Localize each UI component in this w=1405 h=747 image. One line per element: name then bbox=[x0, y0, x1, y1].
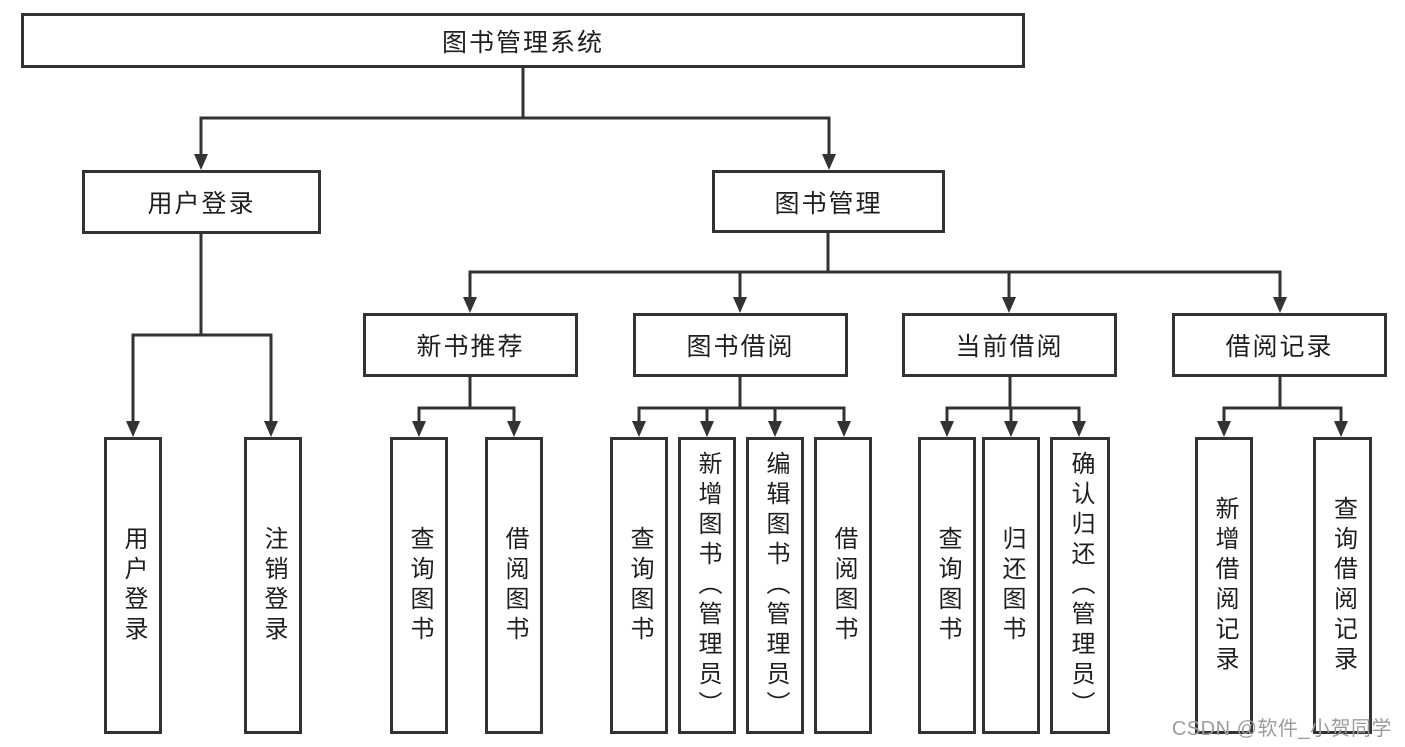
node-label: 用户登录 bbox=[147, 190, 256, 218]
leaf-add-borrow-record: 新增借阅记录 bbox=[1195, 437, 1253, 734]
leaf-label: 借阅图书 bbox=[830, 525, 857, 646]
leaf-label: 查询图书 bbox=[626, 525, 653, 646]
csdn-watermark: CSDN @软件_小贺同学 bbox=[1171, 718, 1392, 740]
leaf-query-borrow-record: 查询借阅记录 bbox=[1313, 437, 1372, 734]
node-label: 图书管理系统 bbox=[441, 28, 604, 57]
node-book-management: 图书管理 bbox=[712, 170, 945, 233]
leaf-user-login: 用户登录 bbox=[104, 437, 162, 734]
leaf-edit-books-admin: 编辑图书（管理员） bbox=[746, 437, 804, 734]
leaf-label: 查询图书 bbox=[406, 525, 433, 646]
leaf-label: 借阅图书 bbox=[501, 525, 528, 646]
leaf-label: 确认归还（管理员） bbox=[1067, 450, 1094, 721]
node-current-borrowing: 当前借阅 bbox=[902, 313, 1117, 377]
node-label: 图书借阅 bbox=[686, 333, 795, 361]
leaf-label: 新增借阅记录 bbox=[1211, 495, 1238, 676]
leaf-query-books-current: 查询图书 bbox=[918, 437, 976, 734]
leaf-label: 新增图书（管理员） bbox=[694, 450, 721, 721]
leaf-query-books-recommend: 查询图书 bbox=[390, 437, 448, 734]
node-book-borrowing: 图书借阅 bbox=[633, 313, 848, 377]
leaf-query-books-borrowing: 查询图书 bbox=[610, 437, 668, 734]
node-book-management-system: 图书管理系统 bbox=[21, 13, 1025, 68]
leaf-borrow-books: 借阅图书 bbox=[814, 437, 872, 734]
node-user-login: 用户登录 bbox=[82, 170, 321, 234]
leaf-label: 编辑图书（管理员） bbox=[762, 450, 789, 721]
leaf-label: 查询图书 bbox=[934, 525, 961, 646]
node-label: 借阅记录 bbox=[1225, 333, 1334, 361]
leaf-logout: 注销登录 bbox=[244, 437, 302, 734]
node-borrowing-records: 借阅记录 bbox=[1172, 313, 1387, 377]
node-new-book-recommend: 新书推荐 bbox=[363, 313, 578, 377]
leaf-return-books: 归还图书 bbox=[982, 437, 1040, 734]
leaf-label: 注销登录 bbox=[260, 525, 287, 646]
leaf-borrow-books-recommend: 借阅图书 bbox=[485, 437, 543, 734]
node-label: 当前借阅 bbox=[955, 333, 1064, 361]
leaf-add-books-admin: 新增图书（管理员） bbox=[678, 437, 736, 734]
leaf-label: 归还图书 bbox=[998, 525, 1025, 646]
leaf-label: 查询借阅记录 bbox=[1329, 495, 1357, 676]
leaf-confirm-return-admin: 确认归还（管理员） bbox=[1050, 437, 1110, 734]
leaf-label: 用户登录 bbox=[120, 525, 147, 646]
node-label: 图书管理 bbox=[774, 189, 883, 218]
node-label: 新书推荐 bbox=[416, 333, 525, 361]
